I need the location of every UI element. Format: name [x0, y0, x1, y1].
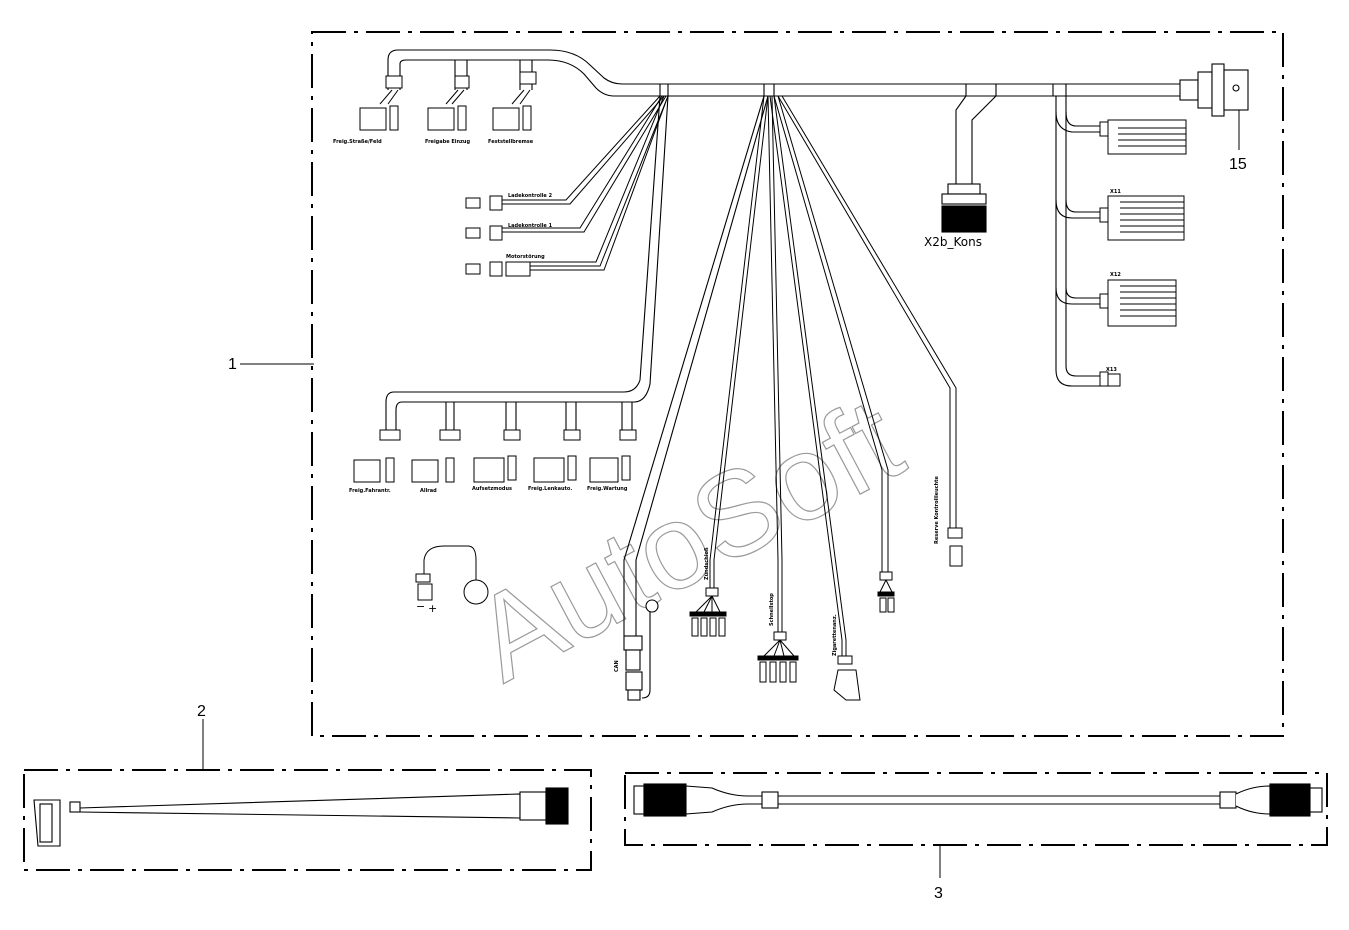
ladekontrolle-branches	[465, 95, 669, 277]
label-allrad: Allrad	[420, 488, 437, 494]
label-ladekontrolle-2: Ladekontrolle 2	[508, 193, 553, 199]
label-ladekontrolle-1: Ladekontrolle 1	[508, 223, 553, 229]
signal-branches	[689, 95, 963, 701]
can-branch	[623, 95, 769, 701]
label-schnellstop: Schnellstop	[769, 593, 775, 626]
main-trunk	[387, 49, 1180, 97]
callout-2: 2	[197, 703, 206, 720]
polarity-plus: +	[428, 602, 437, 615]
callout-3: 3	[934, 885, 943, 902]
sensor-plug	[415, 545, 489, 605]
cable-3	[633, 783, 1323, 817]
label-zigarettenanz: Zigarettenanz.	[832, 614, 838, 656]
callout-15: 15	[1229, 156, 1247, 173]
label-freig-lenkautom: Freig.Lenkauto.	[528, 486, 572, 492]
label-freig-wartung: Freig.Wartung	[587, 486, 628, 492]
label-x2b-kons: X2b_Kons	[924, 235, 982, 249]
lower-connectors	[353, 429, 637, 483]
callout-1: 1	[228, 356, 237, 373]
frame-harness	[311, 31, 1284, 737]
label-zuendschloss: Zündschloß	[704, 547, 710, 580]
label-x11: X11	[1110, 189, 1121, 195]
top-connectors	[359, 71, 537, 131]
polarity-minus: −	[416, 600, 425, 613]
label-motorstoerung: Motorstörung	[506, 254, 545, 260]
label-feststellbremse: Feststellbremse	[488, 139, 534, 145]
lower-bundle	[385, 95, 669, 430]
frame-cable-3	[624, 772, 1328, 846]
cable-2	[33, 787, 569, 847]
right-bundle	[1055, 96, 1100, 387]
frame-cable-2	[23, 769, 592, 871]
label-x13: X13	[1106, 367, 1117, 373]
round-connector-15	[1179, 63, 1249, 117]
label-freigabe-einzug: Freigabe Einzug	[425, 139, 470, 145]
label-freig-strasse-feld: Freig.Straße/Feld	[333, 139, 382, 145]
label-x12: X12	[1110, 272, 1121, 278]
terminal-blocks	[1099, 119, 1187, 387]
label-freig-fahrantr: Freig.Fahrantr.	[349, 488, 391, 494]
label-reserve-kontrollleuchte: Reserve Kontrollleuchte	[934, 475, 940, 544]
x2b-connector	[941, 95, 997, 233]
label-aufsetzmodus: Aufsetzmodus	[472, 486, 512, 492]
label-can: CAN	[614, 660, 620, 672]
